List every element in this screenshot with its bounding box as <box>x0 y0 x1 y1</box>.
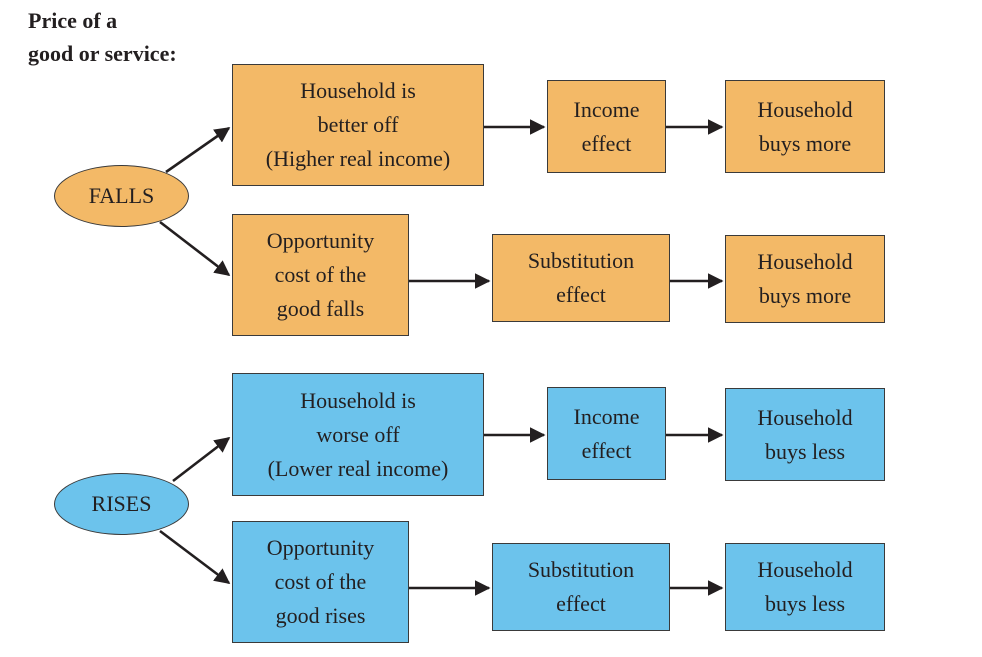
result-line-2: buys more <box>758 130 852 156</box>
falls-label: FALLS <box>88 183 155 208</box>
arrow-falls-to-substitution-cause <box>159 220 231 277</box>
result-line-1: Household <box>757 557 853 582</box>
effect-line-1: Substitution <box>527 248 635 273</box>
result-line-1: Household <box>757 249 853 274</box>
falls-substitution-result-box: Household buys more <box>725 235 885 323</box>
cause-line-3: good falls <box>276 296 365 321</box>
cause-line-1: Opportunity <box>266 228 375 253</box>
effect-line-2: effect <box>581 437 632 463</box>
falls-income-effect-box: Income effect <box>547 80 666 173</box>
cause-line-1: Household is <box>300 78 416 103</box>
falls-income-result-box: Household buys more <box>725 80 885 173</box>
diagram-title: Price of a good or service: <box>28 4 177 70</box>
falls-substitution-effect-box: Substitution effect <box>492 234 670 322</box>
rises-income-cause-box: Household is worse off (Lower real incom… <box>232 373 484 496</box>
effect-line-2: effect <box>556 282 606 307</box>
arrow-rises-to-income-cause <box>172 436 231 483</box>
title-line-1: Price of a <box>28 8 118 33</box>
falls-income-cause-box: Household is better off (Higher real inc… <box>232 64 484 186</box>
rises-oval: RISES <box>54 473 189 535</box>
effect-line-2: effect <box>556 591 606 616</box>
cause-line-1: Opportunity <box>266 535 375 560</box>
cause-line-1: Household is <box>300 387 416 413</box>
cause-line-3: (Lower real income) <box>267 455 449 481</box>
rises-substitution-effect-box: Substitution effect <box>492 543 670 631</box>
effect-line-1: Income <box>573 96 640 122</box>
rises-income-effect-box: Income effect <box>547 387 666 480</box>
rises-label: RISES <box>91 491 152 516</box>
effect-line-2: effect <box>581 130 632 156</box>
cause-line-2: cost of the <box>274 569 367 594</box>
rises-substitution-cause-box: Opportunity cost of the good rises <box>232 521 409 643</box>
effect-line-1: Substitution <box>527 557 635 582</box>
falls-substitution-cause-box: Opportunity cost of the good falls <box>232 214 409 336</box>
falls-oval: FALLS <box>54 165 189 227</box>
cause-line-2: worse off <box>316 421 400 447</box>
rises-income-result-box: Household buys less <box>725 388 885 481</box>
effect-line-1: Income <box>573 403 640 429</box>
result-line-2: buys less <box>764 591 846 616</box>
cause-line-3: good rises <box>275 603 366 628</box>
arrow-rises-to-substitution-cause <box>159 529 231 585</box>
cause-line-2: better off <box>317 112 399 137</box>
result-line-2: buys less <box>764 438 846 464</box>
result-line-2: buys more <box>758 283 852 308</box>
result-line-1: Household <box>757 404 853 430</box>
cause-line-2: cost of the <box>274 262 367 287</box>
cause-line-3: (Higher real income) <box>265 146 451 171</box>
arrow-falls-to-income-cause <box>165 126 231 174</box>
result-line-1: Household <box>757 96 853 122</box>
title-line-2: good or service: <box>28 41 177 66</box>
rises-substitution-result-box: Household buys less <box>725 543 885 631</box>
